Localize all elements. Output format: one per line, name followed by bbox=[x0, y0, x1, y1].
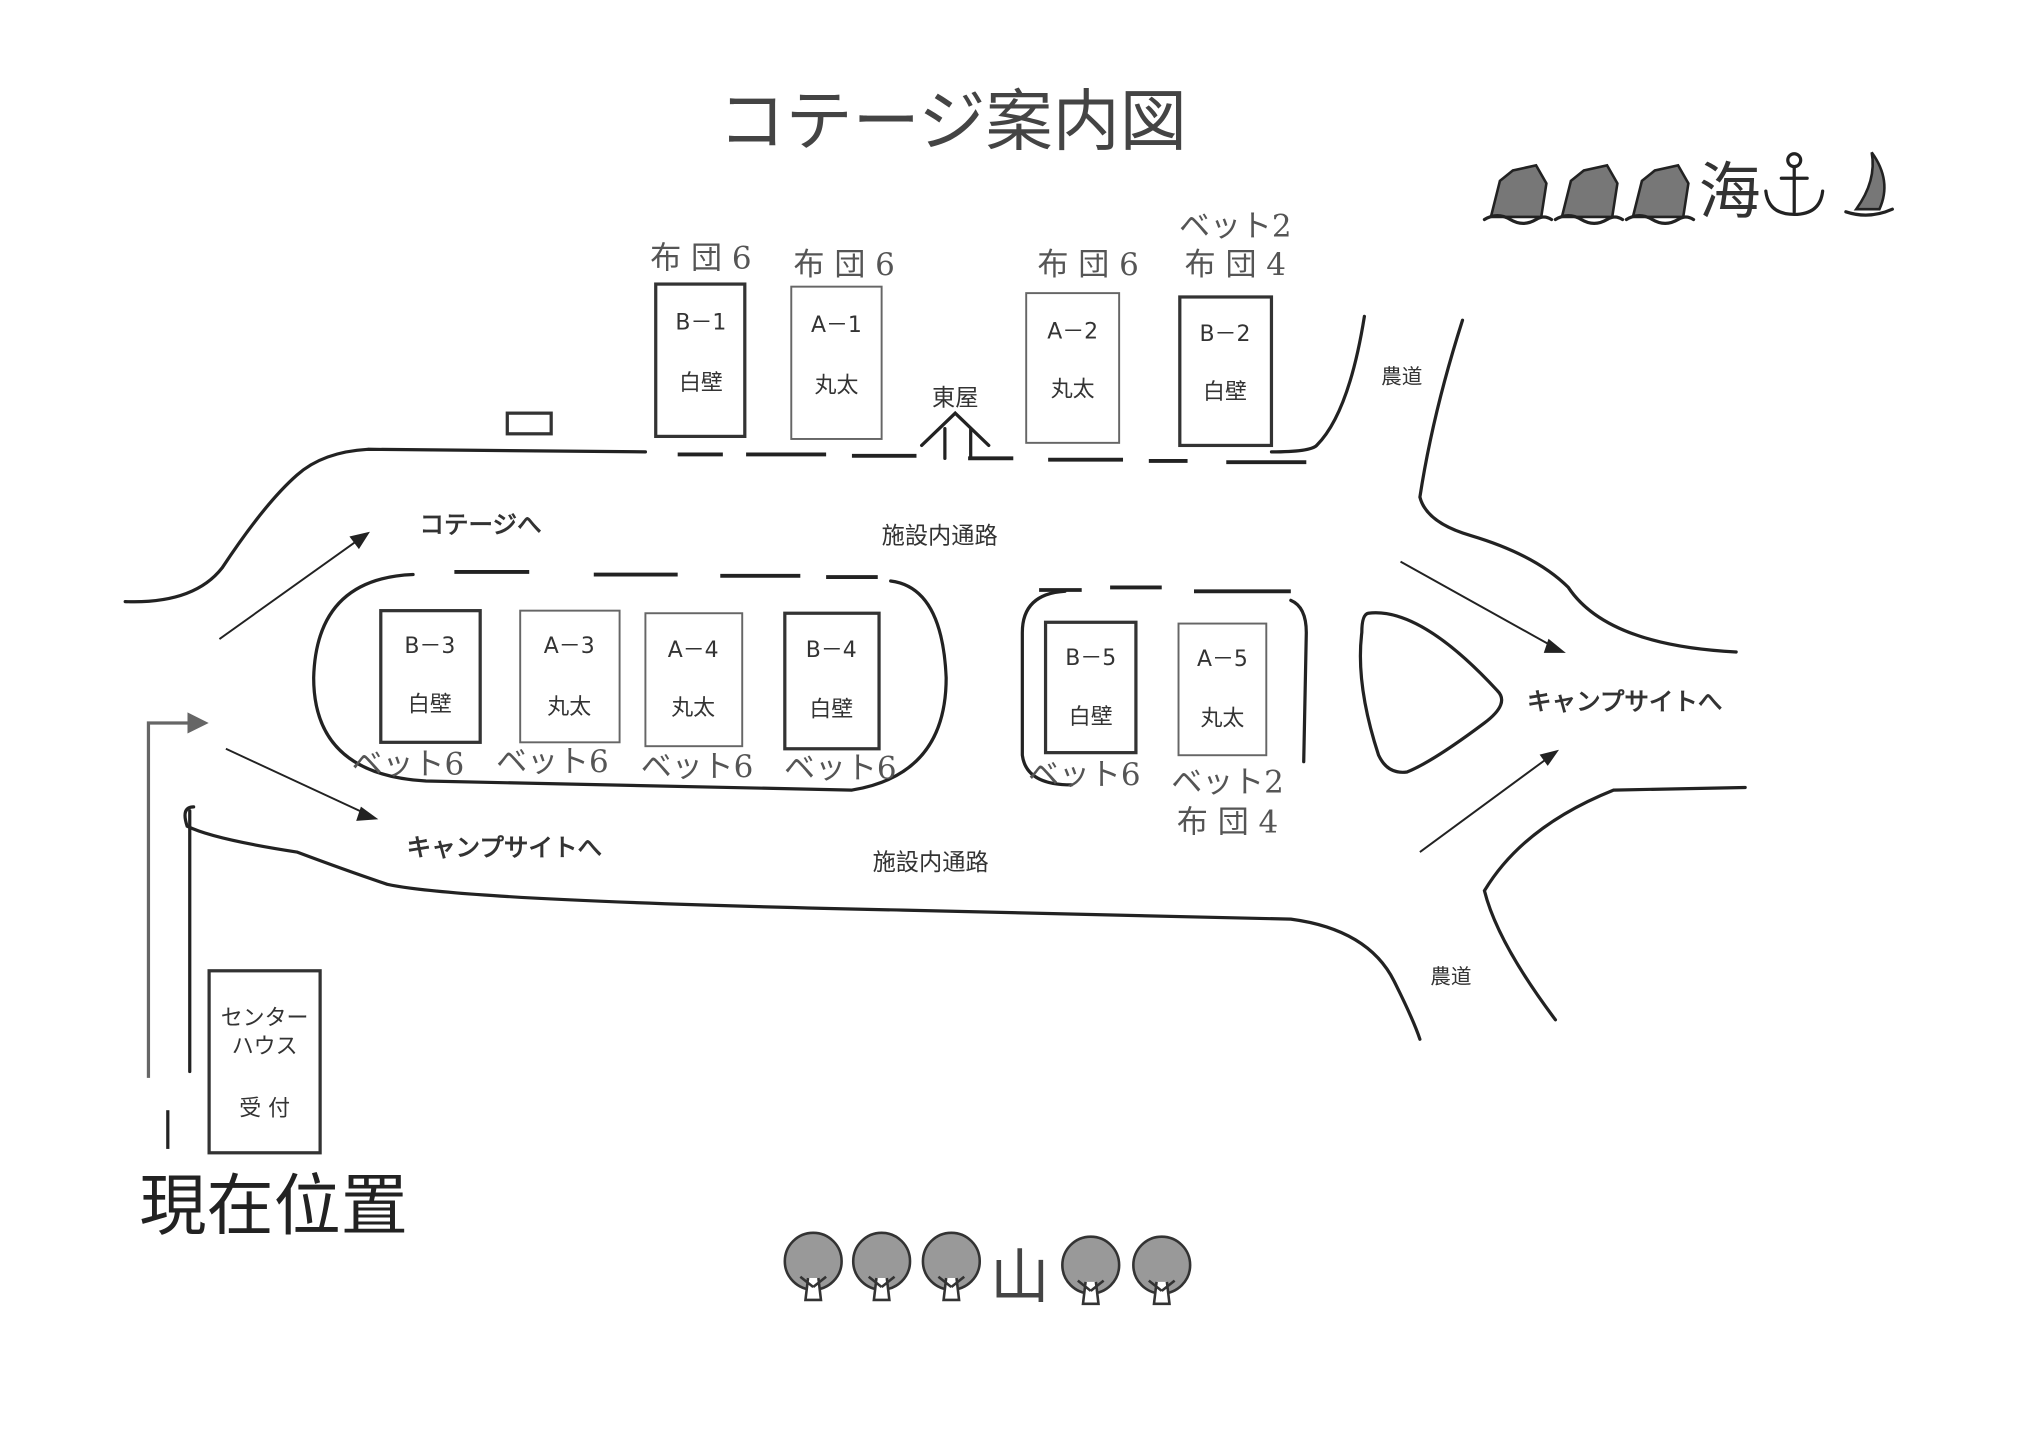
label-to-cottage: コテージへ bbox=[420, 510, 542, 539]
center-house-reception: 受 付 bbox=[239, 1096, 290, 1121]
anchor-icon bbox=[1764, 152, 1825, 216]
ship-icon bbox=[1624, 163, 1696, 226]
cottage-id: A－1 bbox=[811, 313, 862, 338]
cottage-id: A－4 bbox=[668, 638, 719, 663]
label-internal-road-bottom: 施設内通路 bbox=[873, 849, 989, 876]
arrow-head-icon bbox=[349, 531, 370, 550]
triangle-island bbox=[1358, 611, 1504, 774]
cottage-capacity: 布 団 6 bbox=[1037, 247, 1138, 283]
cottage-type: 丸太 bbox=[671, 696, 715, 721]
label-farm-road-top: 農道 bbox=[1381, 364, 1422, 388]
arrow-head-icon bbox=[1543, 638, 1566, 653]
cottage-id: A－5 bbox=[1197, 647, 1248, 672]
arrow-to-cottage bbox=[218, 534, 365, 640]
cottage-b1[interactable]: B－1 白壁 布 団 6 bbox=[650, 241, 752, 439]
arrow-to-campsite-left bbox=[225, 747, 371, 817]
cottage-id: B－1 bbox=[675, 310, 726, 335]
cottage-b2[interactable]: B－2 白壁 ベット2 布 団 4 bbox=[1178, 208, 1292, 448]
cottage-type: 丸太 bbox=[1200, 707, 1244, 732]
cottage-a2[interactable]: A－2 丸太 布 団 6 bbox=[1025, 247, 1139, 444]
label-to-campsite-right: キャンプサイトへ bbox=[1527, 687, 1722, 716]
cottage-id: B－4 bbox=[806, 638, 857, 663]
gazebo: 東屋 bbox=[920, 384, 991, 460]
arrow-head-icon bbox=[1539, 749, 1560, 766]
tree-icon bbox=[1061, 1235, 1121, 1306]
label-internal-road-top: 施設内通路 bbox=[882, 523, 998, 550]
cottage-capacity: 布 団 6 bbox=[650, 241, 751, 277]
farm-road-top-right bbox=[1418, 318, 1738, 654]
roads bbox=[123, 314, 1747, 1074]
cottage-type: 丸太 bbox=[547, 695, 591, 720]
cottage-a5[interactable]: A－5 丸太 ベット2 布 団 4 bbox=[1171, 622, 1284, 841]
cottage-type: 白壁 bbox=[679, 371, 723, 396]
cottage-capacity: ベット6 bbox=[784, 750, 897, 786]
cottage-capacity: ベット6 bbox=[1028, 757, 1141, 793]
ship-icon bbox=[1482, 163, 1554, 226]
tree-icon bbox=[1132, 1235, 1192, 1306]
cottage-id: A－3 bbox=[544, 634, 595, 659]
road-edge-bottom bbox=[183, 805, 1422, 1041]
cottage-id: A－2 bbox=[1047, 319, 1098, 344]
cottage-a1[interactable]: A－1 丸太 布 団 6 bbox=[790, 247, 895, 440]
small-structure bbox=[505, 411, 553, 436]
sea-decoration: 海 bbox=[1482, 151, 1894, 228]
arrow-to-campsite-right-1 bbox=[1400, 560, 1559, 651]
sea-label: 海 bbox=[1699, 155, 1761, 228]
cottage-a3[interactable]: A－3 丸太 ベット6 bbox=[496, 609, 621, 780]
center-island bbox=[312, 572, 948, 792]
cottage-capacity: 布 団 4 bbox=[1177, 805, 1278, 841]
cottage-b5[interactable]: B－5 白壁 ベット6 bbox=[1028, 620, 1141, 793]
cottage-b4[interactable]: B－4 白壁 ベット6 bbox=[783, 611, 897, 786]
tree-icon bbox=[851, 1231, 912, 1302]
ship-icon bbox=[1553, 163, 1625, 226]
road-edge-bottom-right bbox=[1482, 785, 1747, 1022]
cottage-a4[interactable]: A－4 丸太 ベット6 bbox=[641, 612, 754, 785]
center-house-name-1: センター bbox=[221, 1006, 309, 1031]
arrows bbox=[146, 531, 1566, 1149]
dashed-boundary-island bbox=[454, 569, 878, 580]
mountain-label: 山 bbox=[990, 1243, 1049, 1312]
road-edge-top bbox=[123, 447, 648, 604]
cottage-id: B－3 bbox=[404, 634, 455, 659]
arrow-head-icon bbox=[356, 806, 379, 821]
dashed-boundary-top bbox=[677, 452, 1307, 465]
gazebo-icon bbox=[920, 410, 991, 460]
arrow-head-icon bbox=[187, 712, 209, 734]
road-edge-top-right bbox=[1269, 314, 1367, 454]
cottage-type: 丸太 bbox=[815, 374, 859, 399]
sailboat-icon bbox=[1844, 151, 1894, 217]
center-house-name-2: ハウス bbox=[232, 1034, 298, 1059]
cottage-type: 白壁 bbox=[1069, 705, 1113, 730]
route-from-current-location bbox=[146, 721, 194, 1078]
current-location-label: 現在位置 bbox=[139, 1167, 407, 1245]
cottage-capacity: ベット6 bbox=[352, 747, 465, 783]
cottage-id: B－2 bbox=[1200, 322, 1251, 347]
dashed-boundary-east-island bbox=[1039, 585, 1291, 594]
tree-icon bbox=[783, 1231, 843, 1302]
cottage-type: 白壁 bbox=[1203, 380, 1247, 405]
cottage-capacity: ベット2 bbox=[1179, 208, 1292, 244]
cottage-type: 白壁 bbox=[408, 692, 452, 717]
cottage-capacity: 布 団 6 bbox=[794, 247, 895, 283]
cottage-type: 白壁 bbox=[809, 698, 853, 723]
east-island bbox=[1020, 589, 1308, 787]
cottage-type: 丸太 bbox=[1051, 377, 1095, 402]
label-to-campsite-left: キャンプサイトへ bbox=[407, 833, 602, 862]
cottage-b3[interactable]: B－3 白壁 ベット6 bbox=[352, 609, 482, 783]
gazebo-label: 東屋 bbox=[932, 384, 978, 411]
cottage-capacity: ベット6 bbox=[496, 744, 609, 780]
cottage-capacity: ベット2 bbox=[1171, 765, 1284, 801]
arrow-to-campsite-right-2 bbox=[1419, 754, 1553, 853]
cottage-id: B－5 bbox=[1065, 646, 1116, 671]
center-house[interactable]: センター ハウス 受 付 bbox=[207, 969, 322, 1155]
label-farm-road-bottom: 農道 bbox=[1430, 965, 1471, 989]
cottage-capacity: 布 団 4 bbox=[1185, 247, 1286, 283]
map-title: コテージ案内図 bbox=[718, 83, 1186, 161]
mountain-decoration: 山 bbox=[783, 1231, 1192, 1312]
tree-icon bbox=[921, 1231, 982, 1302]
cottage-capacity: ベット6 bbox=[641, 749, 754, 785]
